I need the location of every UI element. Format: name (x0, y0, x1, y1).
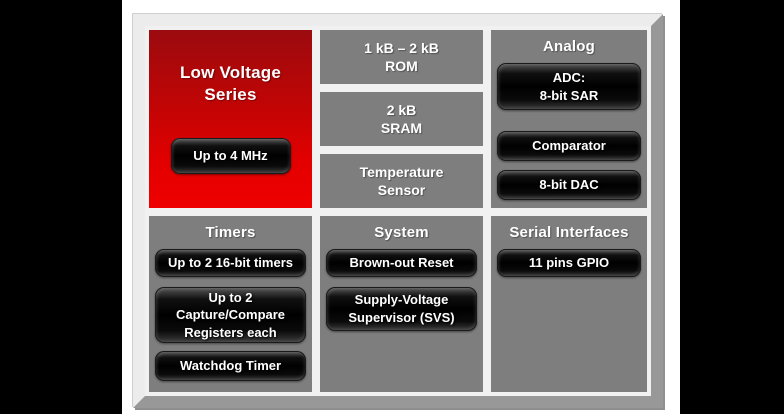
memory-block-rom: 1 kB – 2 kB ROM (320, 30, 483, 84)
timers-panel: Timers Up to 2 16-bit timers Up to 2 Cap… (149, 216, 312, 392)
dac-chip-label: 8-bit DAC (539, 177, 599, 193)
diagram-frame: Low Voltage Series Up to 4 MHz 1 kB – 2 … (133, 14, 663, 408)
watchdog-timer-chip: Watchdog Timer (155, 351, 306, 381)
sixteen-bit-timers-chip: Up to 2 16-bit timers (155, 249, 306, 277)
svs-chip-label: Supply-Voltage Supervisor (SVS) (348, 292, 455, 325)
watchdog-timer-chip-label: Watchdog Timer (179, 358, 282, 374)
system-panel-title: System (374, 224, 429, 241)
brown-out-reset-chip-label: Brown-out Reset (349, 255, 454, 271)
comparator-chip: Comparator (497, 131, 641, 161)
serial-interfaces-panel: Serial Interfaces 11 pins GPIO (491, 216, 647, 392)
dac-chip: 8-bit DAC (497, 170, 641, 200)
brown-out-reset-chip: Brown-out Reset (326, 249, 477, 277)
system-panel: System Brown-out Reset Supply-Voltage Su… (320, 216, 483, 392)
capture-compare-chip: Up to 2 Capture/Compare Registers each (155, 287, 306, 343)
serial-interfaces-panel-title: Serial Interfaces (509, 224, 629, 241)
gpio-chip: 11 pins GPIO (497, 249, 641, 277)
capture-compare-chip-label: Up to 2 Capture/Compare Registers each (175, 289, 286, 340)
low-voltage-series-panel: Low Voltage Series Up to 4 MHz (149, 30, 312, 208)
analog-panel-title: Analog (542, 38, 596, 55)
comparator-chip-label: Comparator (532, 138, 606, 154)
diagram-grid: Low Voltage Series Up to 4 MHz 1 kB – 2 … (145, 26, 651, 396)
right-black-bar (680, 0, 784, 414)
sixteen-bit-timers-chip-label: Up to 2 16-bit timers (168, 255, 293, 271)
memory-block-sram: 2 kB SRAM (320, 92, 483, 146)
adc-chip: ADC: 8-bit SAR (497, 63, 641, 110)
gpio-chip-label: 11 pins GPIO (528, 255, 610, 271)
memory-block-temperature-sensor: Temperature Sensor (320, 154, 483, 208)
low-voltage-series-title: Low Voltage Series (179, 63, 282, 105)
clock-speed-chip: Up to 4 MHz (170, 138, 291, 174)
analog-panel: Analog ADC: 8-bit SAR Comparator 8-bit D… (491, 30, 647, 208)
svs-chip: Supply-Voltage Supervisor (SVS) (326, 287, 477, 331)
memory-column: 1 kB – 2 kB ROM 2 kB SRAM Temperature Se… (320, 30, 483, 208)
clock-speed-chip-label: Up to 4 MHz (193, 148, 268, 164)
adc-chip-label: ADC: 8-bit SAR (539, 69, 599, 103)
left-black-bar (0, 0, 122, 414)
timers-panel-title: Timers (205, 224, 256, 241)
